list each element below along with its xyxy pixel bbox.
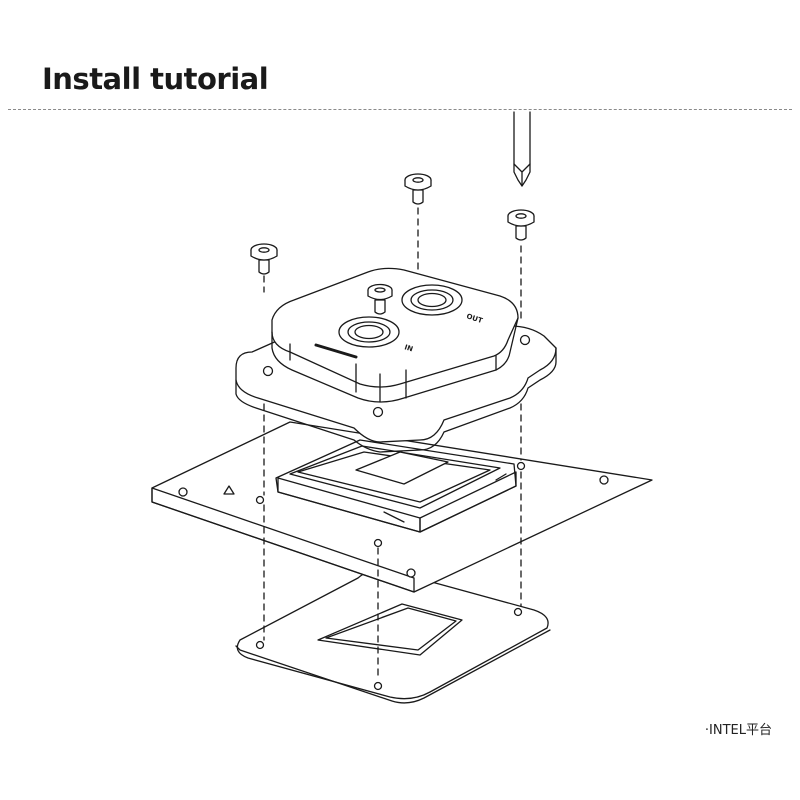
backplate-hole bbox=[373, 681, 383, 691]
platform-caption: ·INTEL平台 bbox=[704, 723, 772, 738]
port-in-label: IN bbox=[403, 343, 414, 353]
mounting-hole bbox=[599, 475, 609, 485]
cpu-die bbox=[355, 451, 449, 485]
screw-center bbox=[367, 283, 393, 315]
screw-top bbox=[404, 173, 432, 273]
page-title: Install tutorial bbox=[42, 62, 269, 96]
mounting-hole bbox=[255, 495, 265, 505]
brand-engraving bbox=[314, 343, 358, 359]
base-screw-hole bbox=[262, 365, 274, 377]
screw-right bbox=[507, 209, 535, 319]
mounting-hole bbox=[373, 538, 383, 548]
screwdriver-icon bbox=[513, 111, 531, 187]
mounting-hole bbox=[516, 461, 526, 471]
waterblock-top bbox=[271, 267, 519, 403]
cpu-socket bbox=[275, 439, 517, 533]
base-screw-hole bbox=[519, 334, 531, 346]
backplate-hole bbox=[513, 607, 523, 617]
backplate bbox=[235, 568, 551, 704]
screw-left bbox=[250, 243, 278, 293]
mounting-hole bbox=[178, 487, 188, 497]
alignment-lines bbox=[263, 403, 522, 681]
title-divider bbox=[8, 109, 792, 110]
pin1-triangle-icon bbox=[223, 485, 235, 495]
base-screw-hole bbox=[372, 406, 384, 418]
backplate-hole bbox=[255, 640, 265, 650]
mounting-hole bbox=[406, 568, 416, 578]
